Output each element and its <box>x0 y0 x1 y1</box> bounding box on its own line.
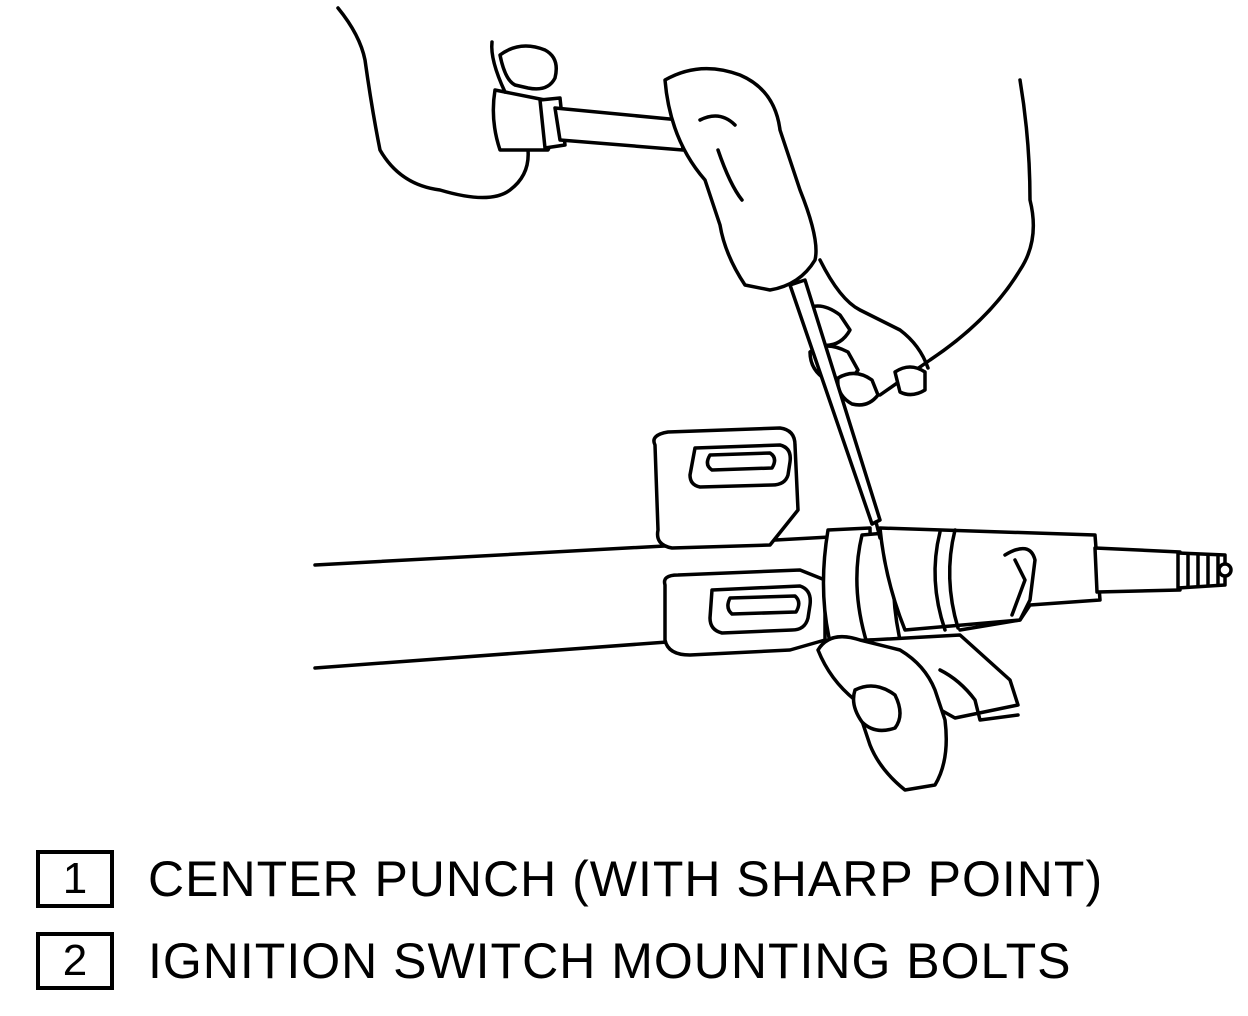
right-hand-with-punch <box>663 66 1036 540</box>
legend-number-box: 1 <box>36 850 114 908</box>
legend-item-2: 2 IGNITION SWITCH MOUNTING BOLTS <box>36 932 1103 990</box>
steering-column <box>313 426 1233 720</box>
left-hand-with-hammer <box>336 6 685 200</box>
legend-item-1: 1 CENTER PUNCH (WITH SHARP POINT) <box>36 850 1104 908</box>
legend-label: IGNITION SWITCH MOUNTING BOLTS <box>148 933 1072 989</box>
legend-label: CENTER PUNCH (WITH SHARP POINT) <box>148 851 1104 907</box>
legend-number-box: 2 <box>36 932 114 990</box>
lower-hand <box>816 634 1020 792</box>
legend: 1 CENTER PUNCH (WITH SHARP POINT) 2 IGNI… <box>36 850 1104 1016</box>
steering-column-illustration <box>313 6 1233 792</box>
